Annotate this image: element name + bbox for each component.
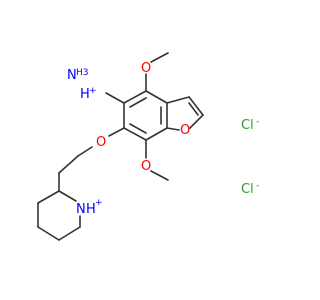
ammonium-charge: + [89, 86, 97, 96]
double-bond-inner [188, 102, 199, 116]
bond [150, 52, 169, 63]
oxygen-label-furan: O [180, 123, 190, 138]
bond [189, 114, 204, 129]
bond [58, 155, 79, 174]
bond-lines [37, 52, 204, 241]
bond [145, 90, 168, 104]
bond [123, 90, 147, 104]
bond [150, 170, 169, 181]
bond [58, 226, 81, 241]
double-bond-inner [129, 123, 147, 134]
oxygen-label-ether: O [96, 135, 106, 150]
piperidinium-charge: + [95, 198, 103, 208]
bond [123, 127, 147, 141]
bond [145, 127, 168, 141]
chloride-label: Cl [241, 182, 254, 197]
chloride-label: Cl [241, 118, 254, 133]
bond [166, 96, 190, 104]
bond [105, 92, 125, 104]
double-bond-inner [129, 97, 147, 108]
oxygen-label-top-methoxy: O [141, 61, 151, 76]
bond [77, 146, 93, 157]
bond [188, 96, 204, 116]
chloride-charge: - [256, 117, 259, 127]
ammonium-n-label: N [67, 68, 77, 83]
bond [37, 226, 60, 241]
ammonium-hydrogen-label: H3 [76, 68, 89, 78]
chloride-ion-2: Cl - [241, 181, 259, 197]
chloride-ion-1: Cl - [241, 117, 259, 133]
piperidinium-h-label: H [86, 202, 96, 217]
ammonium-h-label: H [80, 87, 90, 102]
molecule-diagram: N H3 H + O O O O N H + Cl - Cl - [37, 52, 259, 241]
bond [37, 190, 60, 204]
oxygen-label-bottom-methoxy: O [141, 159, 151, 174]
chloride-charge: - [256, 181, 259, 191]
ammonium-group: N H3 H + [67, 68, 97, 102]
piperidinium-group: N H + [76, 198, 103, 217]
bond [108, 127, 125, 137]
piperidinium-n-label: N [76, 202, 86, 217]
bond [166, 127, 180, 131]
bond [58, 190, 77, 202]
